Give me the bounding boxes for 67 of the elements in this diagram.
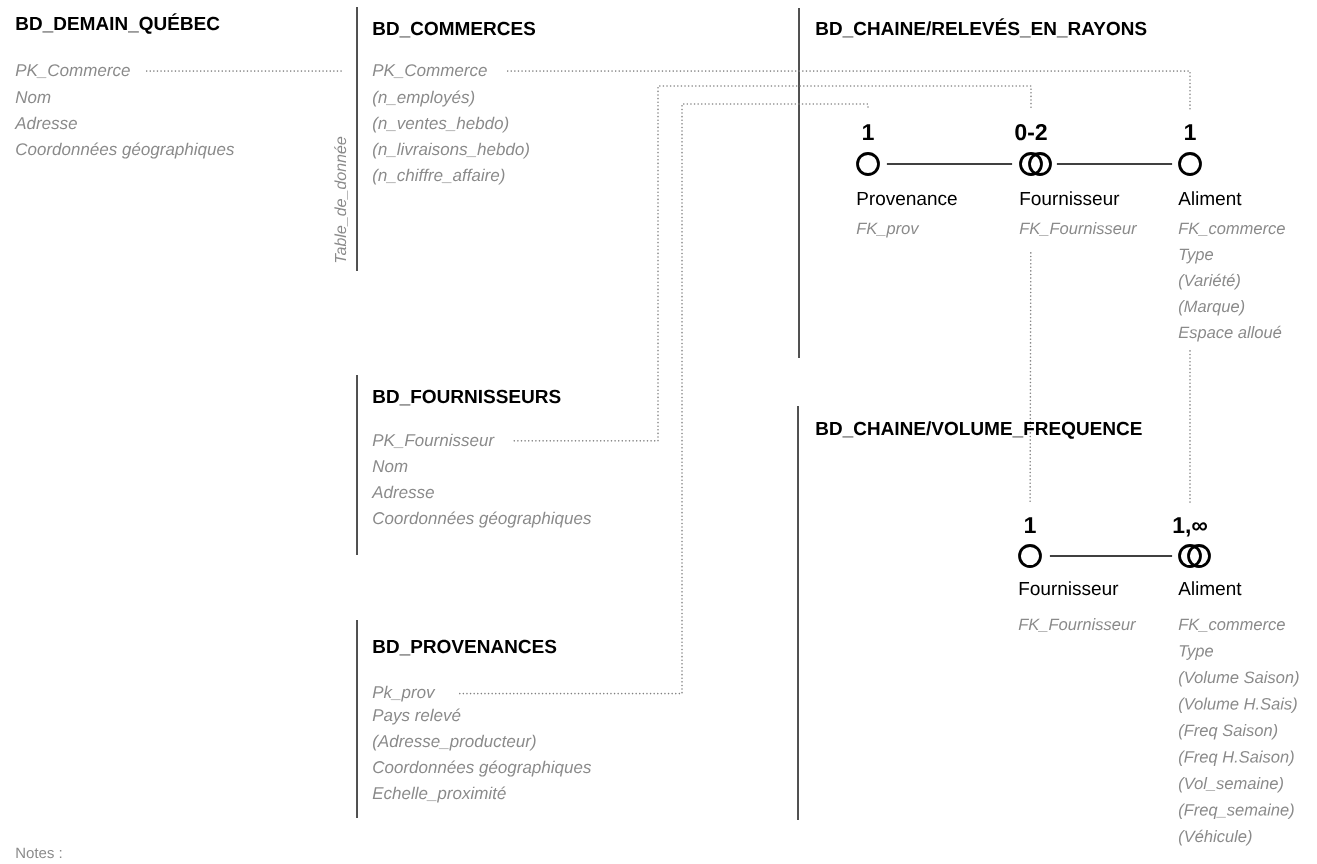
field-name: (Freq H.Saison) (1178, 750, 1294, 766)
field-name: (Véhicule) (1178, 829, 1252, 846)
table-heading: BD_PROVENANCES (373, 639, 557, 656)
field-name: Adresse (14, 116, 77, 130)
field-name: (n_chiffre_affaire) (373, 168, 505, 185)
table-heading: BD_CHAINE/VOLUME_FREQUENCE (816, 421, 1142, 439)
field-name: (n_livraisons_hebdo) (373, 142, 529, 159)
field-name: Coordonnées géographiques (16, 142, 235, 159)
entity-label: Provenance (857, 191, 957, 206)
connector-line (886, 163, 1013, 165)
entity-label: Aliment (1178, 581, 1242, 596)
entity-circle (1178, 152, 1202, 176)
notes-label: Notes : (16, 847, 62, 859)
field-name: FK_Fournisseur (1018, 618, 1137, 632)
field-name: Nom (15, 91, 51, 104)
field-name: FK_commerce (1178, 618, 1285, 632)
field-name: Coordonnées géographiques (373, 511, 592, 528)
cardinality-number: 1 (1185, 124, 1196, 140)
field-name: FK_prov (856, 222, 920, 238)
field-name: Adresse (371, 485, 434, 499)
field-name: (Freq Saison) (1178, 724, 1278, 740)
table-heading: BD_DEMAIN_QUÉBEC (16, 13, 220, 34)
cardinality-number: 1 (863, 124, 874, 140)
dotted-connector (145, 70, 343, 72)
field-name: (n_employés) (373, 90, 475, 107)
connector-line (1056, 163, 1173, 165)
key-field: PK_Fournisseur (372, 433, 495, 449)
field-name: (Vol_semaine) (1178, 777, 1283, 793)
field-name: (n_ventes_hebdo) (373, 116, 509, 133)
cardinality-number: 1 (1025, 517, 1036, 533)
table-heading: BD_FOURNISSEURS (373, 389, 561, 406)
field-name: Type (1179, 645, 1214, 660)
field-name: Pays relevé (372, 708, 461, 725)
double-circle (1178, 544, 1211, 568)
field-name: (Freq_semaine) (1178, 803, 1294, 819)
cardinality-number: 1,∞ (1173, 517, 1207, 537)
entity-circle (856, 152, 880, 176)
connector-line (1049, 555, 1173, 557)
entity-label: Aliment (1178, 191, 1242, 206)
field-name: Coordonnées géographiques (373, 760, 592, 777)
entity-label: Fournisseur (1019, 581, 1119, 596)
field-name: Type (1179, 248, 1214, 264)
dotted-connector (506, 70, 1191, 111)
field-name: FK_Fournisseur (1019, 222, 1138, 236)
key-field: Pk_prov (372, 685, 436, 702)
entity-label: Fournisseur (1020, 191, 1120, 206)
field-name: (Variété) (1178, 273, 1240, 290)
dotted-connector (1189, 350, 1191, 503)
field-name: (Volume H.Sais) (1178, 697, 1297, 713)
table-heading: BD_CHAINE/RELEVÉS_EN_RAYONS (816, 18, 1147, 38)
field-name: (Adresse_producteur) (373, 734, 536, 751)
field-name: Espace alloué (1178, 325, 1282, 342)
key-field: PK_Commerce (15, 64, 130, 79)
field-name: FK_commerce (1178, 222, 1285, 236)
field-name: (Marque) (1178, 300, 1245, 316)
dotted-connector (458, 103, 869, 695)
table-heading: BD_COMMERCES (373, 21, 536, 38)
dotted-connector (1029, 252, 1032, 503)
vertical-label: Table_de_donnée (334, 136, 348, 263)
double-circle (1019, 152, 1052, 176)
field-name: Nom (372, 460, 408, 473)
field-name: Echelle_proximité (372, 786, 506, 803)
field-name: (Volume Saison) (1178, 671, 1299, 687)
dotted-connector (513, 85, 1032, 442)
key-field: PK_Commerce (372, 64, 487, 79)
cardinality-number: 0-2 (1015, 123, 1047, 141)
entity-circle (1018, 544, 1042, 568)
